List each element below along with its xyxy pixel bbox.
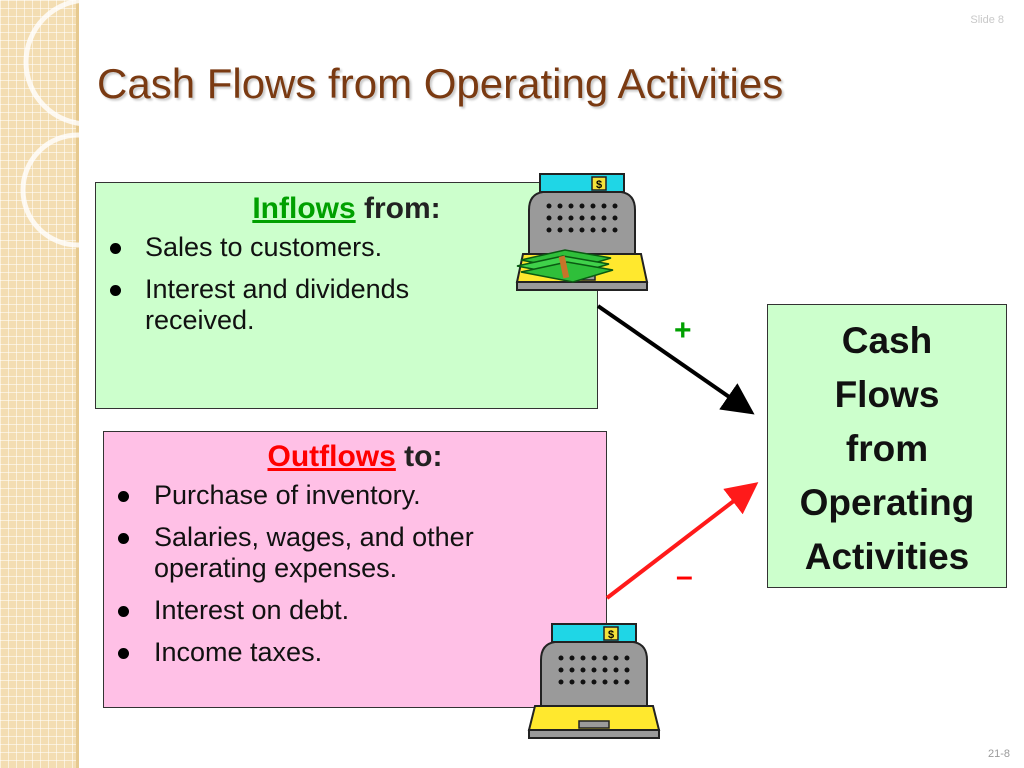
slide-label: Slide 8 bbox=[970, 14, 1004, 26]
side-decoration-panel bbox=[0, 0, 76, 768]
inflows-box: Inflows from: Sales to customers. Intere… bbox=[95, 182, 598, 409]
outflows-suffix: to: bbox=[404, 440, 443, 473]
inflows-list: Sales to customers. Interest and dividen… bbox=[96, 232, 597, 336]
inflows-suffix: from: bbox=[364, 192, 441, 225]
cash-register-icon: $ bbox=[515, 173, 649, 291]
result-line: Cash bbox=[841, 320, 933, 361]
svg-text:$: $ bbox=[608, 629, 614, 641]
svg-text:$: $ bbox=[596, 179, 602, 191]
money-stack-icon bbox=[516, 249, 614, 283]
outflows-keyword: Outflows bbox=[267, 440, 396, 473]
plus-sign: + bbox=[674, 314, 692, 347]
outflow-arrow bbox=[605, 482, 759, 600]
list-item: Sales to customers. bbox=[96, 232, 597, 263]
outflows-list: Purchase of inventory. Salaries, wages, … bbox=[104, 480, 606, 668]
result-box: Cash Flows from Operating Activities bbox=[767, 304, 1007, 588]
inflow-arrow bbox=[596, 304, 755, 415]
result-line: Flows bbox=[834, 374, 940, 415]
list-item: Income taxes. bbox=[104, 637, 606, 668]
side-decoration-edge bbox=[76, 0, 79, 768]
result-line: Activities bbox=[804, 536, 970, 577]
decorative-circles bbox=[20, 0, 110, 248]
page-number: 21-8 bbox=[987, 748, 1010, 760]
cash-register-icon: $ bbox=[527, 623, 661, 739]
result-line: Operating bbox=[799, 482, 975, 523]
list-item: Interest on debt. bbox=[104, 595, 606, 626]
result-line: from bbox=[845, 428, 929, 469]
outflows-heading: Outflows to: bbox=[104, 440, 606, 474]
outflows-box: Outflows to: Purchase of inventory. Sala… bbox=[103, 431, 607, 708]
inflows-heading: Inflows from: bbox=[96, 192, 597, 226]
minus-sign: – bbox=[676, 560, 693, 593]
list-item: Purchase of inventory. bbox=[104, 480, 606, 511]
page-title: Cash Flows from Operating Activities bbox=[97, 60, 784, 107]
inflows-keyword: Inflows bbox=[252, 192, 356, 225]
list-item: Interest and dividends received. bbox=[96, 274, 475, 336]
list-item: Salaries, wages, and other operating exp… bbox=[104, 522, 564, 584]
